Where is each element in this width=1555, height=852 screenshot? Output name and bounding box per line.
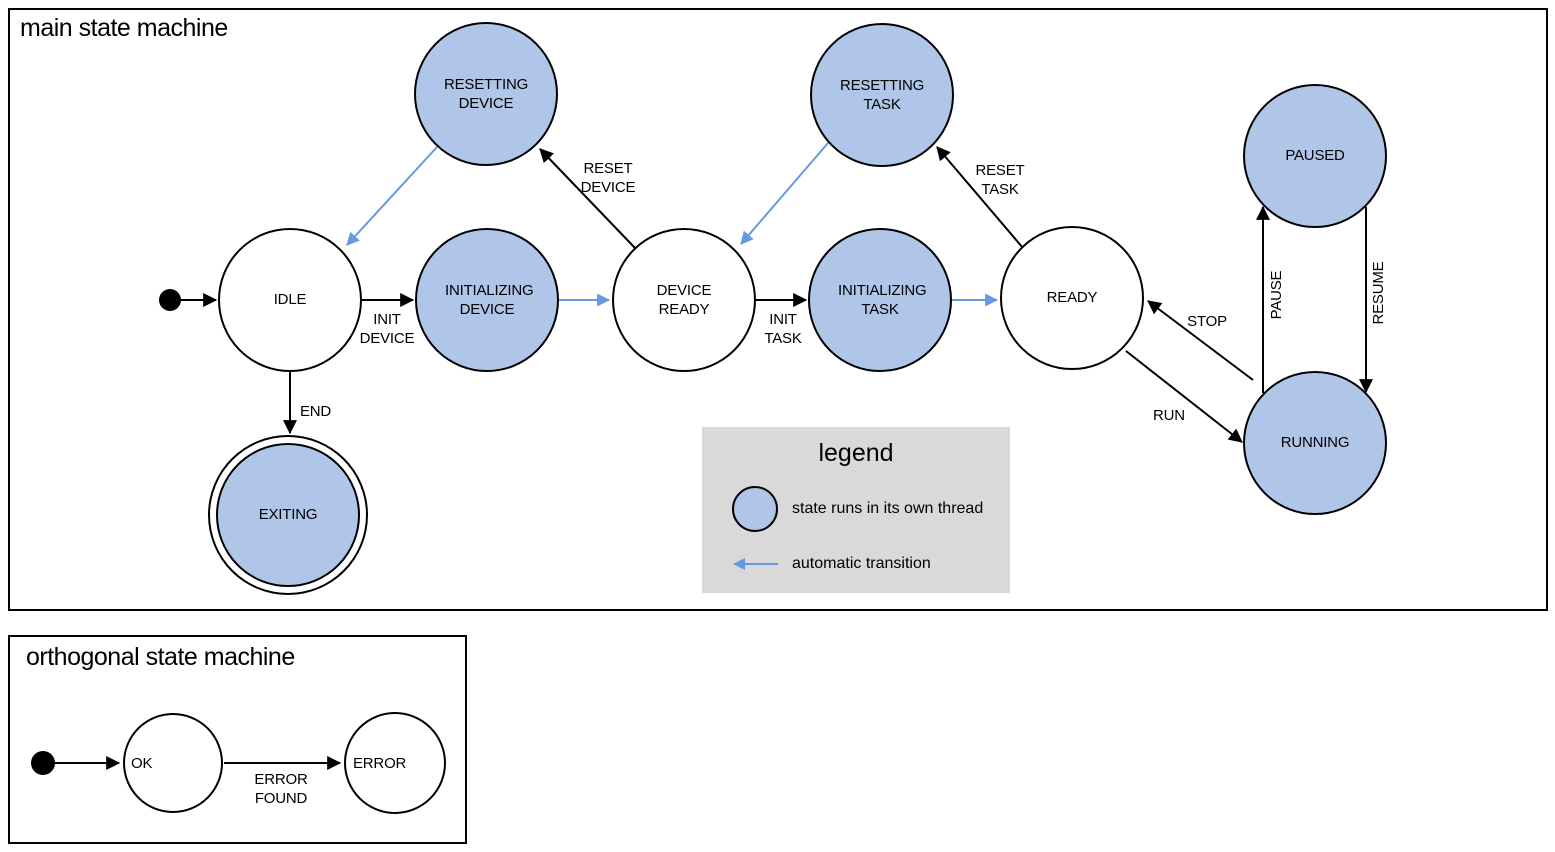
- edge-label-stop: STOP: [1187, 313, 1227, 330]
- edge-label-pause: PAUSE: [1268, 270, 1285, 320]
- edge-label-reset-task: RESET TASK: [975, 162, 1025, 198]
- state-device-ready: DEVICE READY: [612, 228, 756, 372]
- state-label: INITIALIZING TASK: [838, 281, 927, 318]
- legend-item-automatic-transition: automatic transition: [792, 555, 931, 572]
- edge-label-resume: RESUME: [1370, 261, 1387, 325]
- edge-label-init-device: INIT DEVICE: [359, 311, 415, 347]
- edge-label-reset-device: RESET DEVICE: [580, 160, 636, 196]
- edge-label-error-found: ERROR FOUND: [254, 771, 308, 807]
- state-label: ERROR: [353, 754, 407, 772]
- state-label: PAUSED: [1285, 147, 1345, 165]
- threaded-state-circle-icon: [732, 486, 778, 532]
- edge-label-end: END: [300, 403, 332, 420]
- state-label: EXITING: [258, 506, 318, 524]
- automatic-transition-arrow-icon: [733, 558, 778, 570]
- state-label: READY: [1046, 289, 1098, 307]
- state-running: RUNNING: [1243, 371, 1387, 515]
- state-paused: PAUSED: [1243, 84, 1387, 228]
- state-label: RUNNING: [1280, 434, 1350, 452]
- state-idle: IDLE: [218, 228, 362, 372]
- state-error: ERROR: [344, 712, 446, 814]
- state-resetting-device: RESETTING DEVICE: [414, 22, 558, 166]
- state-initializing-device: INITIALIZING DEVICE: [415, 228, 559, 372]
- state-label: INITIALIZING DEVICE: [445, 281, 534, 318]
- state-ok: OK: [123, 713, 223, 813]
- state-label: DEVICE READY: [656, 281, 712, 318]
- orthogonal-state-machine-title: orthogonal state machine: [26, 643, 295, 671]
- edge-run: [1125, 350, 1243, 443]
- state-label: RESETTING TASK: [840, 76, 925, 113]
- edge-auto-resetting-task-to-device-ready: [740, 142, 829, 245]
- main-state-machine-panel: main state machine: [8, 8, 1548, 611]
- state-initializing-task: INITIALIZING TASK: [808, 228, 952, 372]
- orthogonal-state-machine-panel: orthogonal state machine OK ERROR ERROR …: [8, 635, 467, 844]
- legend-title: legend: [818, 439, 894, 467]
- edge-auto-resetting-device-to-idle: [346, 146, 438, 246]
- legend-panel: legend state runs in its own thread auto…: [702, 427, 1010, 593]
- legend-item-threaded-state: state runs in its own thread: [792, 500, 984, 517]
- state-label: OK: [131, 754, 153, 772]
- initial-state-dot: [31, 751, 55, 775]
- state-ready: READY: [1000, 226, 1144, 370]
- initial-state-dot: [159, 289, 181, 311]
- main-state-machine-title: main state machine: [20, 14, 228, 42]
- edge-label-run: RUN: [1153, 407, 1185, 424]
- state-label: RESETTING DEVICE: [444, 75, 529, 112]
- state-label: IDLE: [273, 291, 307, 309]
- state-exiting: EXITING: [216, 443, 360, 587]
- edge-label-init-task: INIT TASK: [764, 311, 802, 347]
- state-resetting-task: RESETTING TASK: [810, 23, 954, 167]
